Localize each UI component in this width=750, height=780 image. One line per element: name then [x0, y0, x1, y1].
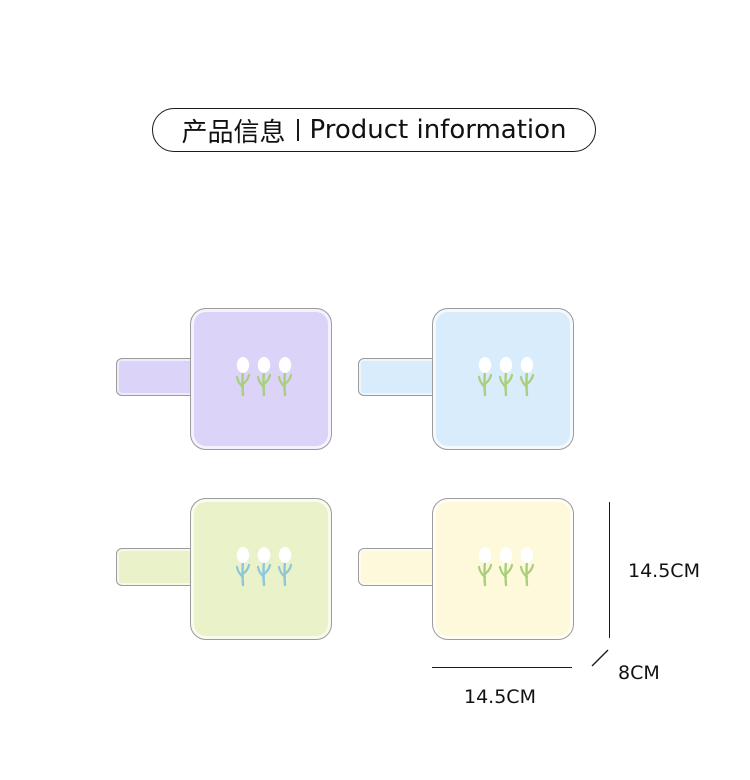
width-label: 14.5CM	[464, 686, 536, 708]
product-yellow	[358, 498, 598, 643]
tulip-icon	[477, 547, 535, 587]
tulip-icon	[235, 357, 293, 397]
product-tab	[116, 358, 200, 396]
product-box	[190, 498, 332, 640]
width-dimension-line	[432, 667, 572, 669]
tulip-icon	[477, 357, 535, 397]
product-tab	[358, 358, 442, 396]
product-box	[432, 498, 574, 640]
product-box	[432, 308, 574, 450]
depth-dimension-line	[591, 649, 609, 667]
product-tab	[358, 548, 442, 586]
depth-label: 8CM	[618, 662, 660, 684]
tulip-icon	[235, 547, 293, 587]
height-label: 14.5CM	[628, 560, 700, 582]
title-separator	[297, 119, 300, 141]
product-green	[116, 498, 356, 643]
title-english: Product information	[309, 115, 567, 145]
product-box	[190, 308, 332, 450]
height-dimension-line	[609, 502, 611, 638]
product-purple	[116, 308, 356, 453]
title-chinese: 产品信息	[181, 117, 286, 148]
product-blue	[358, 308, 598, 453]
product-info-title: 产品信息 Product information	[152, 108, 596, 152]
product-tab	[116, 548, 200, 586]
